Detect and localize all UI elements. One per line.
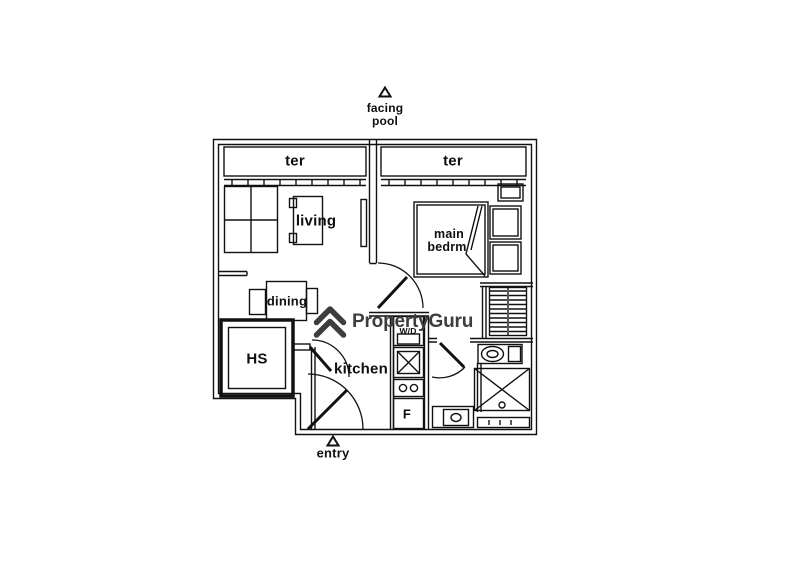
living-bedroom-wall [368, 140, 378, 265]
tv-console [288, 195, 324, 246]
fridge-label: F [402, 406, 412, 422]
kitchen-door-arc [311, 339, 350, 378]
partition-walls [218, 140, 533, 429]
terrace-left [223, 146, 367, 187]
wardrobe-left-wall [481, 287, 487, 338]
window-ticks-right [388, 179, 518, 186]
entry-triangle-icon [325, 434, 341, 447]
dining-set [248, 280, 319, 322]
bedroom-door-leaf [376, 275, 409, 310]
blanket-fold [465, 205, 486, 277]
bathroom-door-leaf [438, 341, 466, 369]
hob-box [392, 378, 425, 398]
terrace-right [380, 146, 527, 187]
dining-label: dining [266, 293, 308, 309]
bed [413, 201, 489, 278]
bathroom-door-arc [431, 366, 466, 379]
pillows [489, 205, 522, 275]
propertyguru-watermark-text: PropertyGuru [352, 311, 474, 332]
window-ticks-left [231, 179, 361, 186]
bathroom-north-wall [429, 337, 533, 343]
corridor-left-wall [310, 347, 316, 429]
living-sofa [223, 185, 279, 254]
sink-cross [397, 351, 420, 374]
burner [409, 383, 419, 393]
hs-room [219, 318, 295, 398]
bedside-table [497, 183, 524, 202]
bedroom-south-wall [480, 282, 533, 288]
living-dining-stub [218, 270, 248, 277]
tv-panel [360, 198, 368, 248]
kitchen-door-leaf [308, 346, 333, 372]
kitchen-label: kitchen [334, 360, 388, 378]
shower [473, 367, 531, 412]
propertyguru-logo-icon [313, 306, 347, 338]
outer-walls [212, 138, 538, 436]
sink-box [392, 346, 425, 379]
living-label: living [295, 212, 337, 230]
kitchen-bath-wall [423, 316, 430, 429]
main-bedroom-label-line2: bedrm [427, 239, 467, 254]
entry-door-leaf [306, 388, 349, 431]
facing-pool-triangle-icon [377, 85, 393, 98]
wardrobe [488, 286, 528, 337]
burner [398, 383, 408, 393]
doors [306, 262, 466, 431]
washer-dryer-box [392, 315, 425, 347]
shower-screen [476, 416, 531, 429]
basin [431, 405, 475, 429]
bedroom-door-arc [377, 262, 424, 309]
kitchen-door-stub [292, 343, 311, 351]
toilet [477, 343, 523, 365]
washer-dryer-label: W/D [399, 325, 417, 336]
kitchen-units [392, 315, 425, 430]
terrace-right-label: ter [443, 152, 463, 170]
facing-pool-label-line2: pool [371, 114, 399, 128]
terrace-left-label: ter [285, 152, 305, 170]
facing-pool-label-line1: facing [366, 101, 404, 115]
fridge-box [392, 397, 425, 430]
household-shelter-label: HS [246, 350, 268, 368]
entry-label: entry [316, 445, 350, 461]
main-bedroom-label-line1: main [434, 226, 464, 241]
